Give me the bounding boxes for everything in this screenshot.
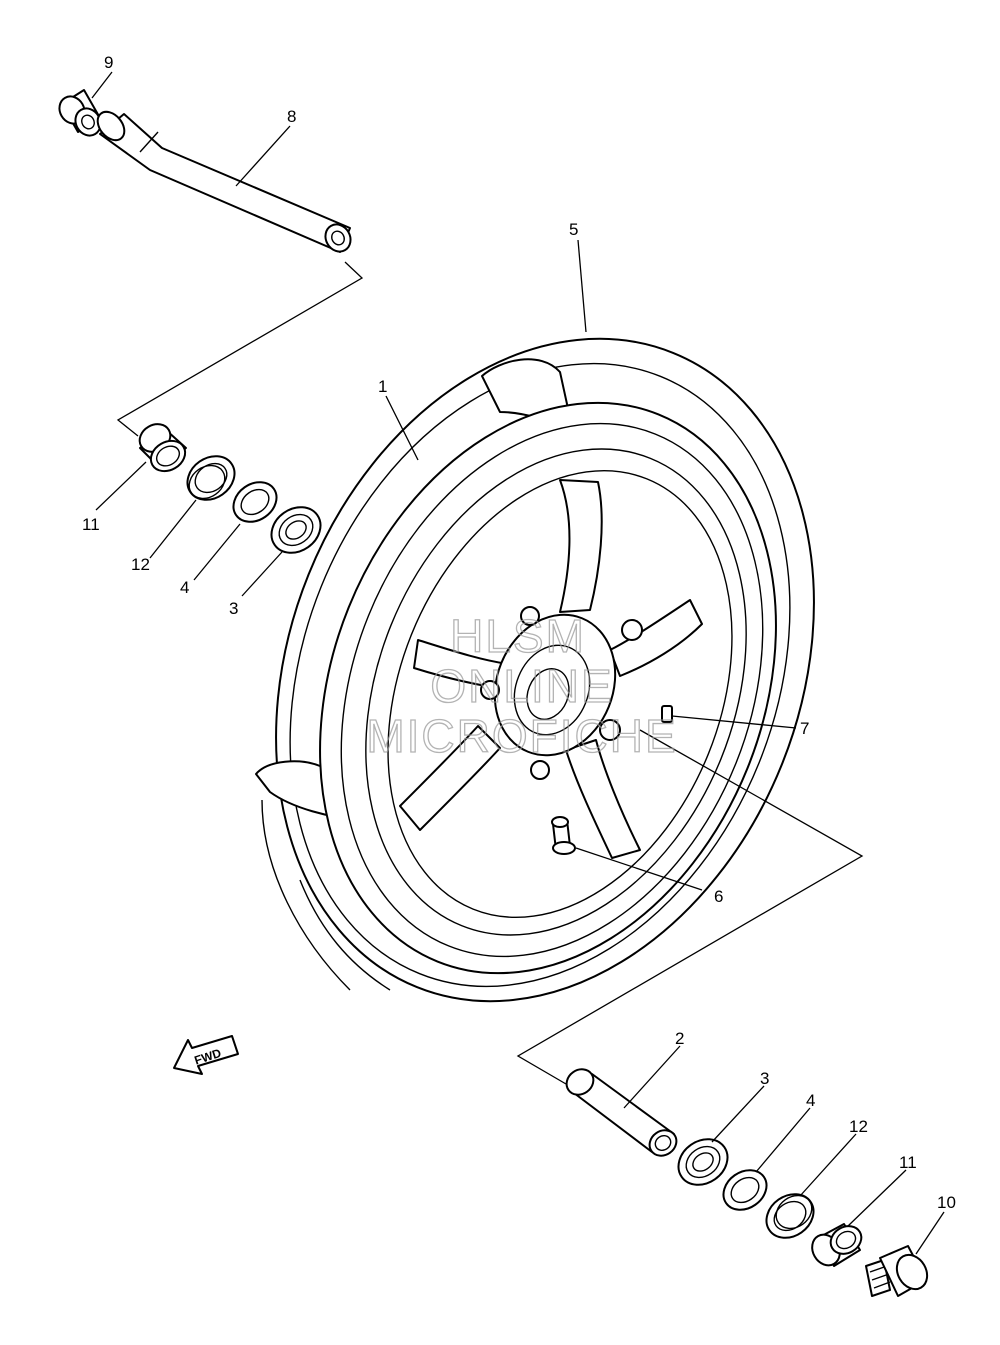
callout-12-top: 12 xyxy=(131,555,150,574)
callout-8: 8 xyxy=(287,107,296,126)
callout-3-bottom: 3 xyxy=(760,1069,769,1088)
part-7-balance-weight xyxy=(661,705,673,723)
callout-2: 2 xyxy=(675,1029,684,1048)
part-12-oil-seal-bottom xyxy=(765,1193,815,1239)
callout-10: 10 xyxy=(937,1193,956,1212)
watermark-line-2: ONLINE xyxy=(430,660,613,712)
watermark-line-3: MICROFICHE xyxy=(366,710,677,762)
callout-1: 1 xyxy=(378,377,387,396)
part-9-collar xyxy=(58,89,102,137)
leader-lines xyxy=(91,71,945,1255)
assembly-line-axle xyxy=(116,261,364,437)
callout-4-bottom: 4 xyxy=(806,1091,815,1110)
part-1-wheel-rim xyxy=(319,401,777,975)
callout-4-top: 4 xyxy=(180,578,189,597)
callout-11-bottom: 11 xyxy=(899,1153,917,1172)
callout-7: 7 xyxy=(800,719,809,738)
callout-9: 9 xyxy=(104,53,113,72)
part-10-axle-bolt xyxy=(865,1245,929,1297)
part-11-collar-top xyxy=(138,423,187,473)
part-6-valve xyxy=(551,816,576,855)
watermark-line-1: HLSM xyxy=(450,610,586,662)
part-4-circlip-bottom xyxy=(722,1169,768,1211)
part-3-bearing-bottom xyxy=(677,1138,729,1186)
part-4-circlip-top xyxy=(232,481,278,523)
watermark: HLSM ONLINE MICROFICHE xyxy=(366,609,677,762)
callout-5: 5 xyxy=(569,220,578,239)
callout-11-top: 11 xyxy=(82,515,100,534)
callout-3-top: 3 xyxy=(229,599,238,618)
assembly-line-hub xyxy=(516,729,864,1085)
part-11-collar-bottom xyxy=(811,1223,863,1267)
part-3-bearing-top xyxy=(270,506,322,554)
part-2-spacer xyxy=(565,1068,678,1157)
part-12-oil-seal-top xyxy=(186,455,236,501)
callout-numbers: 9 8 5 1 11 12 4 3 7 6 2 3 4 12 11 10 xyxy=(82,53,956,1212)
callout-12-bottom: 12 xyxy=(849,1117,868,1136)
forward-arrow-icon: FWD xyxy=(173,1035,239,1075)
part-8-axle xyxy=(96,110,352,253)
callout-6: 6 xyxy=(714,887,723,906)
